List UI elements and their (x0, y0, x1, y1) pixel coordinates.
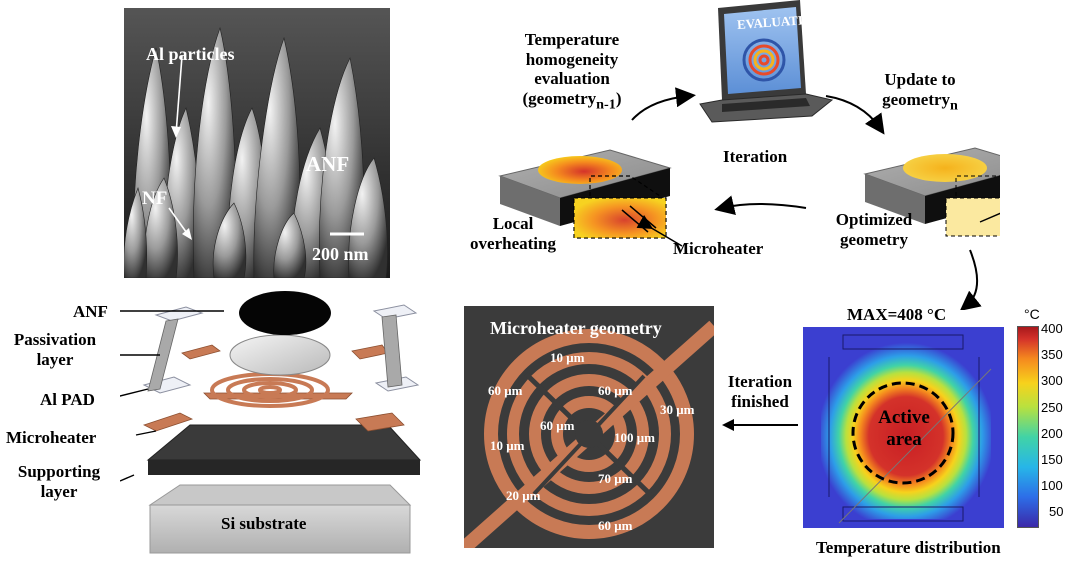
iteration-finished-line2: finished (731, 391, 789, 411)
heatmap-drawing (803, 327, 1004, 528)
temperature-distribution-caption: Temperature distribution (816, 538, 1001, 557)
stack-label-passivation: Passivation layer (0, 330, 110, 369)
dim-label-1: 10 μm (550, 350, 585, 365)
eval-geometry-text: (geometry (522, 88, 597, 108)
colorbar-tick-250: 250 (1041, 400, 1063, 415)
microheater-callout-label: Microheater (673, 239, 764, 258)
stack-label-microheater: Microheater (6, 428, 97, 447)
local-overheating-label: Local overheating (468, 214, 558, 253)
microheater-geometry-panel: Microheater geometry 10 μm 60 μm 60 μm 3… (464, 306, 714, 548)
optimized-label-line2: geometry (840, 229, 908, 249)
eval-label: Temperature homogeneity evaluation (geom… (500, 30, 644, 112)
sem-nanofibers (124, 8, 390, 278)
dim-label-6: 100 μm (614, 430, 655, 445)
dim-label-3: 60 μm (598, 383, 633, 398)
iteration-finished-line1: Iteration (727, 372, 793, 391)
stack-label-anf: ANF (73, 302, 108, 321)
eval-geometry-subscript: n-1 (596, 96, 616, 113)
stack-label-passivation-line2: layer (36, 349, 74, 369)
colorbar-tick-400: 400 (1041, 321, 1063, 336)
eval-label-line2: homogeneity (525, 49, 619, 69)
update-label-line1: Update to (884, 70, 956, 89)
sem-label-al-particles: Al particles (146, 44, 235, 64)
colorbar-tick-100: 100 (1041, 478, 1063, 493)
update-label-line2: geometryn (870, 90, 970, 114)
dim-label-4: 30 μm (660, 402, 695, 417)
local-overheating-line2: overheating (470, 233, 556, 253)
dim-label-10: 60 μm (598, 518, 633, 533)
sem-image: Al particles ANF NF 200 nm (124, 8, 390, 278)
stack-label-si-substrate: Si substrate (221, 514, 307, 533)
eval-geometry-close: ) (615, 88, 622, 108)
local-overheating-line1: Local (492, 214, 534, 233)
dim-label-5: 60 μm (540, 418, 575, 433)
update-geometry-text: geometry (882, 89, 951, 109)
device-stack-illustration (120, 291, 422, 554)
dim-label-2: 60 μm (488, 383, 523, 398)
colorbar-tick-200: 200 (1041, 426, 1063, 441)
iteration-finished-label: Iteration finished (718, 372, 802, 411)
stack-label-supporting-line1: Supporting (17, 462, 101, 481)
stack-label-supporting-line2: layer (40, 481, 78, 501)
dim-label-8: 70 μm (598, 471, 633, 486)
eval-label-line3: evaluation (534, 69, 610, 89)
colorbar-tick-350: 350 (1041, 347, 1063, 362)
sem-label-anf: ANF (306, 152, 350, 176)
temperature-heatmap: Active area (803, 327, 1004, 528)
geometry-panel-title: Microheater geometry (490, 318, 662, 338)
temperature-colorbar (1017, 326, 1039, 528)
sem-scale-bar-label: 200 nm (312, 244, 369, 264)
colorbar-tick-50: 50 (1049, 504, 1064, 519)
microheater-geometry-drawing (464, 306, 714, 548)
optimization-loop-illustration (498, 0, 1000, 310)
dim-label-9: 20 μm (506, 488, 541, 503)
colorbar-tick-150: 150 (1041, 452, 1063, 467)
colorbar-unit: °C (1024, 306, 1040, 322)
optimized-label-line1: Optimized (835, 210, 913, 229)
max-temperature-label: MAX=408 °C (847, 305, 947, 324)
active-area-line2: area (886, 428, 922, 450)
eval-label-line4: (geometryn-1) (500, 89, 644, 113)
sem-label-nf: NF (142, 188, 168, 209)
stack-label-al-pad: Al PAD (40, 390, 95, 409)
finished-arrow (722, 419, 798, 431)
stack-label-passivation-line1: Passivation (13, 330, 97, 349)
active-area-label: Active area (859, 407, 949, 451)
dim-label-7: 10 μm (490, 438, 525, 453)
eval-label-line1: Temperature (524, 30, 620, 49)
iteration-label: Iteration (723, 147, 788, 166)
stack-label-supporting: Supporting layer (0, 462, 118, 501)
update-geometry-subscript: n (950, 96, 958, 113)
optimized-geometry-label: Optimized geometry (824, 210, 924, 249)
update-label: Update to geometryn (870, 70, 970, 113)
active-area-line1: Active (878, 407, 930, 428)
colorbar-tick-300: 300 (1041, 373, 1063, 388)
